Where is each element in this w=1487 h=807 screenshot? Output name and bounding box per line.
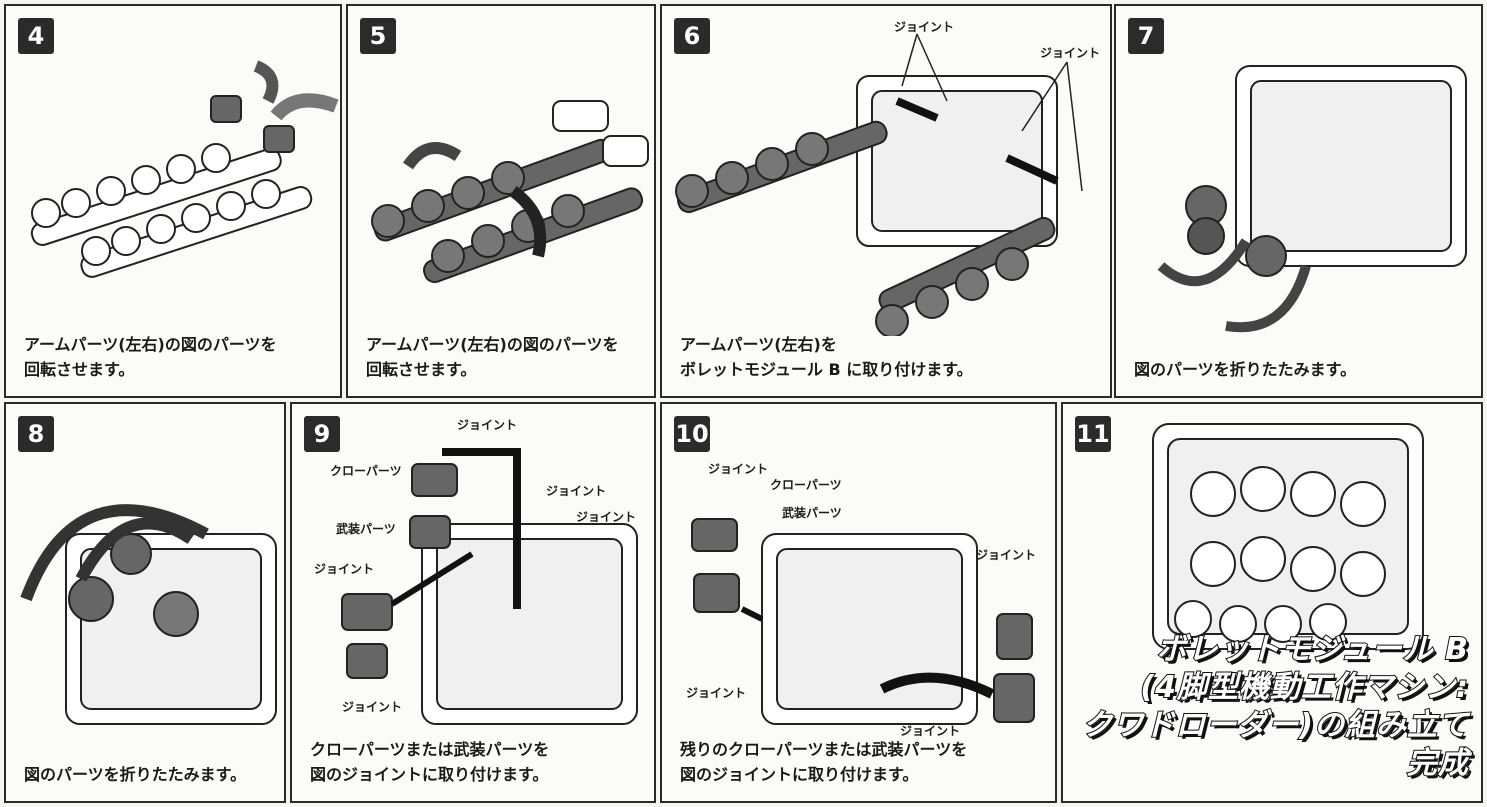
completed-model-illustration <box>1152 423 1424 650</box>
arm-parts-illustration <box>371 100 649 284</box>
joint-callout: ジョイント <box>976 548 1037 562</box>
weapon-parts-callout: 武装パーツ <box>336 522 396 536</box>
step-caption: 図のパーツを折りたたみます。 <box>24 765 247 784</box>
completion-title-line-2: (4脚型機動工作マシン: <box>1139 669 1469 706</box>
joint-callout: ジョイント <box>576 510 637 524</box>
step-5-panel: 5 アームパーツ(左右)の図のパーツを 回転させます。 <box>346 4 656 398</box>
step-4-panel: 4 アームパーツ(左右)の図のパーツを 回転させます。 <box>4 4 342 398</box>
step-number: 8 <box>18 416 54 452</box>
step-number: 6 <box>674 18 710 54</box>
step-number: 5 <box>360 18 396 54</box>
completion-title-line-1: ボレットモジュール B <box>1156 631 1469 668</box>
step-6-panel: 6 ジョイント ジョイント アームパーツ(左右)を ボレットモジュール B に取… <box>660 4 1112 398</box>
step-caption: アームパーツ(左右)の図のパーツを 回転させます。 <box>24 335 277 379</box>
arm-parts-illustration <box>30 60 339 278</box>
joint-callout: ジョイント <box>708 462 769 476</box>
step-7-panel: 7 図のパーツを折りたたみます。 <box>1114 4 1483 398</box>
step-caption: クローパーツまたは武装パーツを 図のジョイントに取り付けます。 <box>310 740 550 784</box>
completion-title: ボレットモジュール B (4脚型機動工作マシン: クワドローダー)の組み立て完成 <box>1063 631 1469 783</box>
step-number: 9 <box>304 416 340 452</box>
claw-parts-callout: クローパーツ <box>770 478 842 492</box>
step-caption: アームパーツ(左右)の図のパーツを 回転させます。 <box>366 335 619 379</box>
fold-parts-illustration <box>1157 65 1467 333</box>
weapon-parts-callout: 武装パーツ <box>782 506 842 520</box>
attach-arms-illustration <box>675 33 1083 336</box>
joint-callout: ジョイント <box>457 418 518 432</box>
step-number: 10 <box>674 416 710 452</box>
joint-callout: ジョイント <box>342 700 403 714</box>
fold-parts-illustration <box>20 504 277 725</box>
step-10-panel: 10 ジョイント クローパーツ 武装パーツ ジョイント ジョイント ジョイント … <box>660 402 1057 803</box>
attach-remaining-illustration <box>691 518 1035 725</box>
attach-claw-illustration <box>341 448 638 725</box>
step-11-panel: 11 ボレットモジュール B (4脚型機動工作マシン: クワドローダー)の組み立… <box>1061 402 1483 803</box>
step-caption: 図のパーツを折りたたみます。 <box>1134 360 1357 379</box>
completion-title-line-3: クワドローダー)の組み立て完成 <box>1081 707 1469 782</box>
joint-callout: ジョイント <box>900 724 961 738</box>
step-8-panel: 8 図のパーツを折りたたみます。 <box>4 402 286 803</box>
step-caption: アームパーツ(左右)を ボレットモジュール B に取り付けます。 <box>680 335 973 379</box>
joint-callout: ジョイント <box>314 562 375 576</box>
step-9-panel: 9 ジョイント クローパーツ ジョイント 武装パーツ ジョイント ジョイント ジ… <box>290 402 656 803</box>
claw-parts-callout: クローパーツ <box>330 464 402 478</box>
step-number: 7 <box>1128 18 1164 54</box>
joint-callout: ジョイント <box>686 686 747 700</box>
joint-callout: ジョイント <box>546 484 607 498</box>
joint-callout: ジョイント <box>894 20 955 34</box>
step-number: 11 <box>1075 416 1111 452</box>
joint-callout: ジョイント <box>1040 46 1101 60</box>
step-caption: 残りのクローパーツまたは武装パーツを 図のジョイントに取り付けます。 <box>680 740 968 784</box>
step-number: 4 <box>18 18 54 54</box>
